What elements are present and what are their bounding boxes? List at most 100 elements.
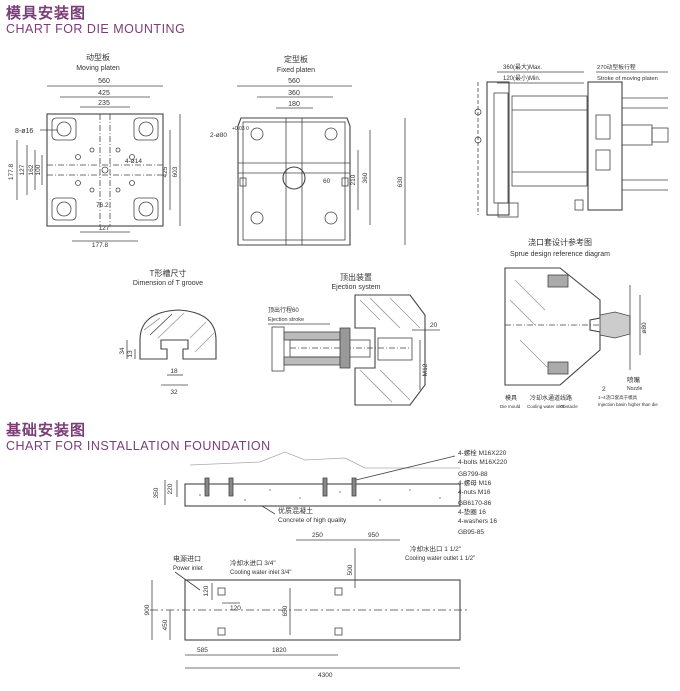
- ejection-dim-20: 20: [430, 322, 438, 329]
- foundation-plan-drawing: 电源进口 Power inlet 250 950 冷却水进口 3/4" Cool…: [144, 532, 475, 679]
- ejection-m12: M12: [422, 363, 429, 376]
- sprue-line-en: Obstacle: [560, 404, 578, 409]
- water-outlet-en: Cooling water outlet 1 1/2": [405, 556, 475, 562]
- foundation-heading-en: CHART FOR INSTALLATION FOUNDATION: [6, 439, 271, 453]
- foundation-dim-350: 350: [153, 487, 160, 498]
- ejection-stroke-en: Ejection stroke: [268, 317, 304, 323]
- foundation-dim-220: 220: [167, 483, 174, 494]
- part-line-9: GB95-85: [458, 529, 484, 536]
- fixed-dim-360: 360: [288, 90, 300, 97]
- fixed-dim-180: 180: [288, 101, 300, 108]
- fixed-title-zh: 定型板: [284, 54, 308, 64]
- sprue-nozzle-en: Nozzle: [627, 386, 643, 392]
- fixed-dim-210: 210: [350, 174, 357, 185]
- foundation-parts-list: 4-螺栓 M16X220 4-bolts M16X220 GB799-88 4-…: [458, 448, 508, 536]
- t-groove-drawing: T形槽尺寸 Dimension of T groove 34 13 18 32: [119, 268, 217, 396]
- water-inlet-en: Cooling water inlet 3/4": [230, 570, 292, 576]
- moving-dim-425-right: 425: [162, 166, 169, 177]
- plan-dim-120-vert: 120: [203, 585, 210, 596]
- die-mounting-heading: 模具安装图 CHART FOR DIE MOUNTING: [6, 5, 185, 36]
- moving-dim-560: 560: [98, 78, 110, 85]
- sprue-nozzle-zh: 喷嘴: [627, 375, 641, 384]
- part-line-5: 4-nuts M16: [458, 489, 491, 496]
- sprue-title-zh: 浇口套设计参考图: [528, 237, 592, 247]
- concrete-zh: 优质混凝土: [278, 506, 313, 515]
- concrete-en: Concrete of high quality: [278, 517, 347, 524]
- fixed-dim-630: 630: [397, 176, 404, 187]
- ejection-system-drawing: 顶出装置 Ejection system 顶出行程60 Ejection str…: [268, 272, 440, 406]
- sprue-mould-zh: 模具: [505, 394, 517, 402]
- plan-dim-900: 900: [144, 604, 151, 615]
- stroke-min-label: 120(最小)Min.: [503, 74, 541, 82]
- moving-dim-177-bottom: 177.8: [92, 242, 109, 249]
- part-line-6: GB6170-86: [458, 500, 492, 507]
- stroke-side-view: 360(最大)Max. 120(最小)Min. 270动型板行程 Stroke …: [474, 63, 669, 218]
- plan-dim-650: 650: [282, 605, 289, 616]
- power-inlet-zh: 电源进口: [173, 554, 201, 563]
- tgroove-dim-13: 13: [127, 350, 134, 358]
- fixed-dim-560: 560: [288, 78, 300, 85]
- water-outlet-zh: 冷却水出口 1 1/2": [410, 544, 462, 553]
- fixed-title-en: Fixed platen: [277, 67, 315, 74]
- moving-dim-235: 235: [98, 100, 110, 107]
- stroke-en-label: Stroke of moving platen: [597, 76, 658, 82]
- part-line-7: 4-垫圈 16: [458, 507, 486, 516]
- water-inlet-zh: 冷却水进口 3/4": [230, 558, 276, 567]
- foundation-heading-zh: 基础安装图: [6, 422, 87, 439]
- plan-dim-120-horiz: 120: [230, 605, 241, 612]
- fixed-locate-label: 2-ø80: [210, 132, 227, 139]
- die-heading-zh: 模具安装图: [6, 5, 87, 22]
- sprue-dia-80: ø80: [641, 322, 648, 334]
- plan-dim-1820: 1820: [272, 647, 287, 654]
- plan-dim-500: 500: [347, 564, 354, 575]
- moving-title-en: Moving platen: [76, 65, 120, 72]
- moving-dim-127-bottom: 127: [99, 225, 110, 232]
- tgroove-title-en: Dimension of T groove: [133, 280, 203, 287]
- tgroove-dim-18: 18: [170, 368, 178, 375]
- fixed-platen-drawing: 定型板 Fixed platen 560 360 180 2-ø80 +0.03…: [210, 54, 406, 246]
- fixed-tolerance: +0.03 0: [232, 126, 249, 132]
- moving-dim-127-left: 127: [19, 164, 26, 175]
- sprue-water-en: Cooling water inlet: [527, 404, 565, 409]
- tgroove-title-zh: T形槽尺寸: [150, 268, 187, 278]
- ejection-stroke-zh: 顶出行程60: [268, 306, 299, 314]
- stroke-max-label: 360(最大)Max.: [503, 63, 542, 71]
- sprue-note-en: Injection basin higher than die: [598, 402, 658, 407]
- ejection-title-zh: 顶出装置: [340, 272, 372, 282]
- sprue-water-zh: 冷却水通道: [530, 394, 560, 402]
- power-inlet-en: Power inlet: [173, 566, 203, 572]
- sprue-note-zh: 1~4浇口套高于模具: [598, 394, 638, 401]
- part-line-2: 4-bolts M16X220: [458, 459, 508, 466]
- foundation-heading: 基础安装图 CHART FOR INSTALLATION FOUNDATION: [6, 422, 271, 453]
- moving-platen-drawing: 动型板 Moving platen 560 425 235 8-ø16: [8, 52, 181, 249]
- moving-title-zh: 动型板: [86, 52, 110, 62]
- sprue-drawing: 浇口套设计参考图 Sprue design reference diagram …: [500, 237, 658, 409]
- sprue-title-en: Sprue design reference diagram: [510, 251, 610, 258]
- moving-dim-100: 100: [35, 164, 42, 175]
- sprue-dim-2: 2: [602, 386, 606, 393]
- part-line-4: 4-螺母 M16: [458, 478, 492, 487]
- sprue-mould-en: Die mould: [500, 404, 521, 409]
- part-line-1: 4-螺栓 M16X220: [458, 448, 507, 457]
- moving-dim-603: 603: [172, 166, 179, 177]
- moving-holes-label: 8-ø16: [15, 128, 33, 135]
- stroke-zh-label: 270动型板行程: [597, 63, 636, 71]
- part-line-8: 4-washers 16: [458, 518, 497, 525]
- sprue-line-zh: 线路: [560, 394, 572, 402]
- plan-dim-950: 950: [368, 532, 379, 539]
- tgroove-dim-34: 34: [119, 347, 126, 355]
- foundation-section-drawing: 350 220 优质混凝土 Concrete of high quality 4…: [153, 448, 508, 536]
- moving-tap-label: 4-ø14: [125, 158, 142, 165]
- tgroove-dim-32: 32: [170, 389, 178, 396]
- plan-dim-585: 585: [197, 647, 208, 654]
- ejection-title-en: Ejection system: [331, 284, 380, 291]
- plan-dim-450: 450: [162, 619, 169, 630]
- die-heading-en: CHART FOR DIE MOUNTING: [6, 22, 186, 36]
- moving-dim-177-left: 177.8: [8, 163, 15, 180]
- moving-dim-76: 76.2: [96, 202, 109, 209]
- fixed-dim-360-right: 360: [362, 172, 369, 183]
- plan-dim-4300: 4300: [318, 672, 333, 679]
- moving-dim-425: 425: [98, 90, 110, 97]
- part-line-3: GB799-88: [458, 471, 488, 478]
